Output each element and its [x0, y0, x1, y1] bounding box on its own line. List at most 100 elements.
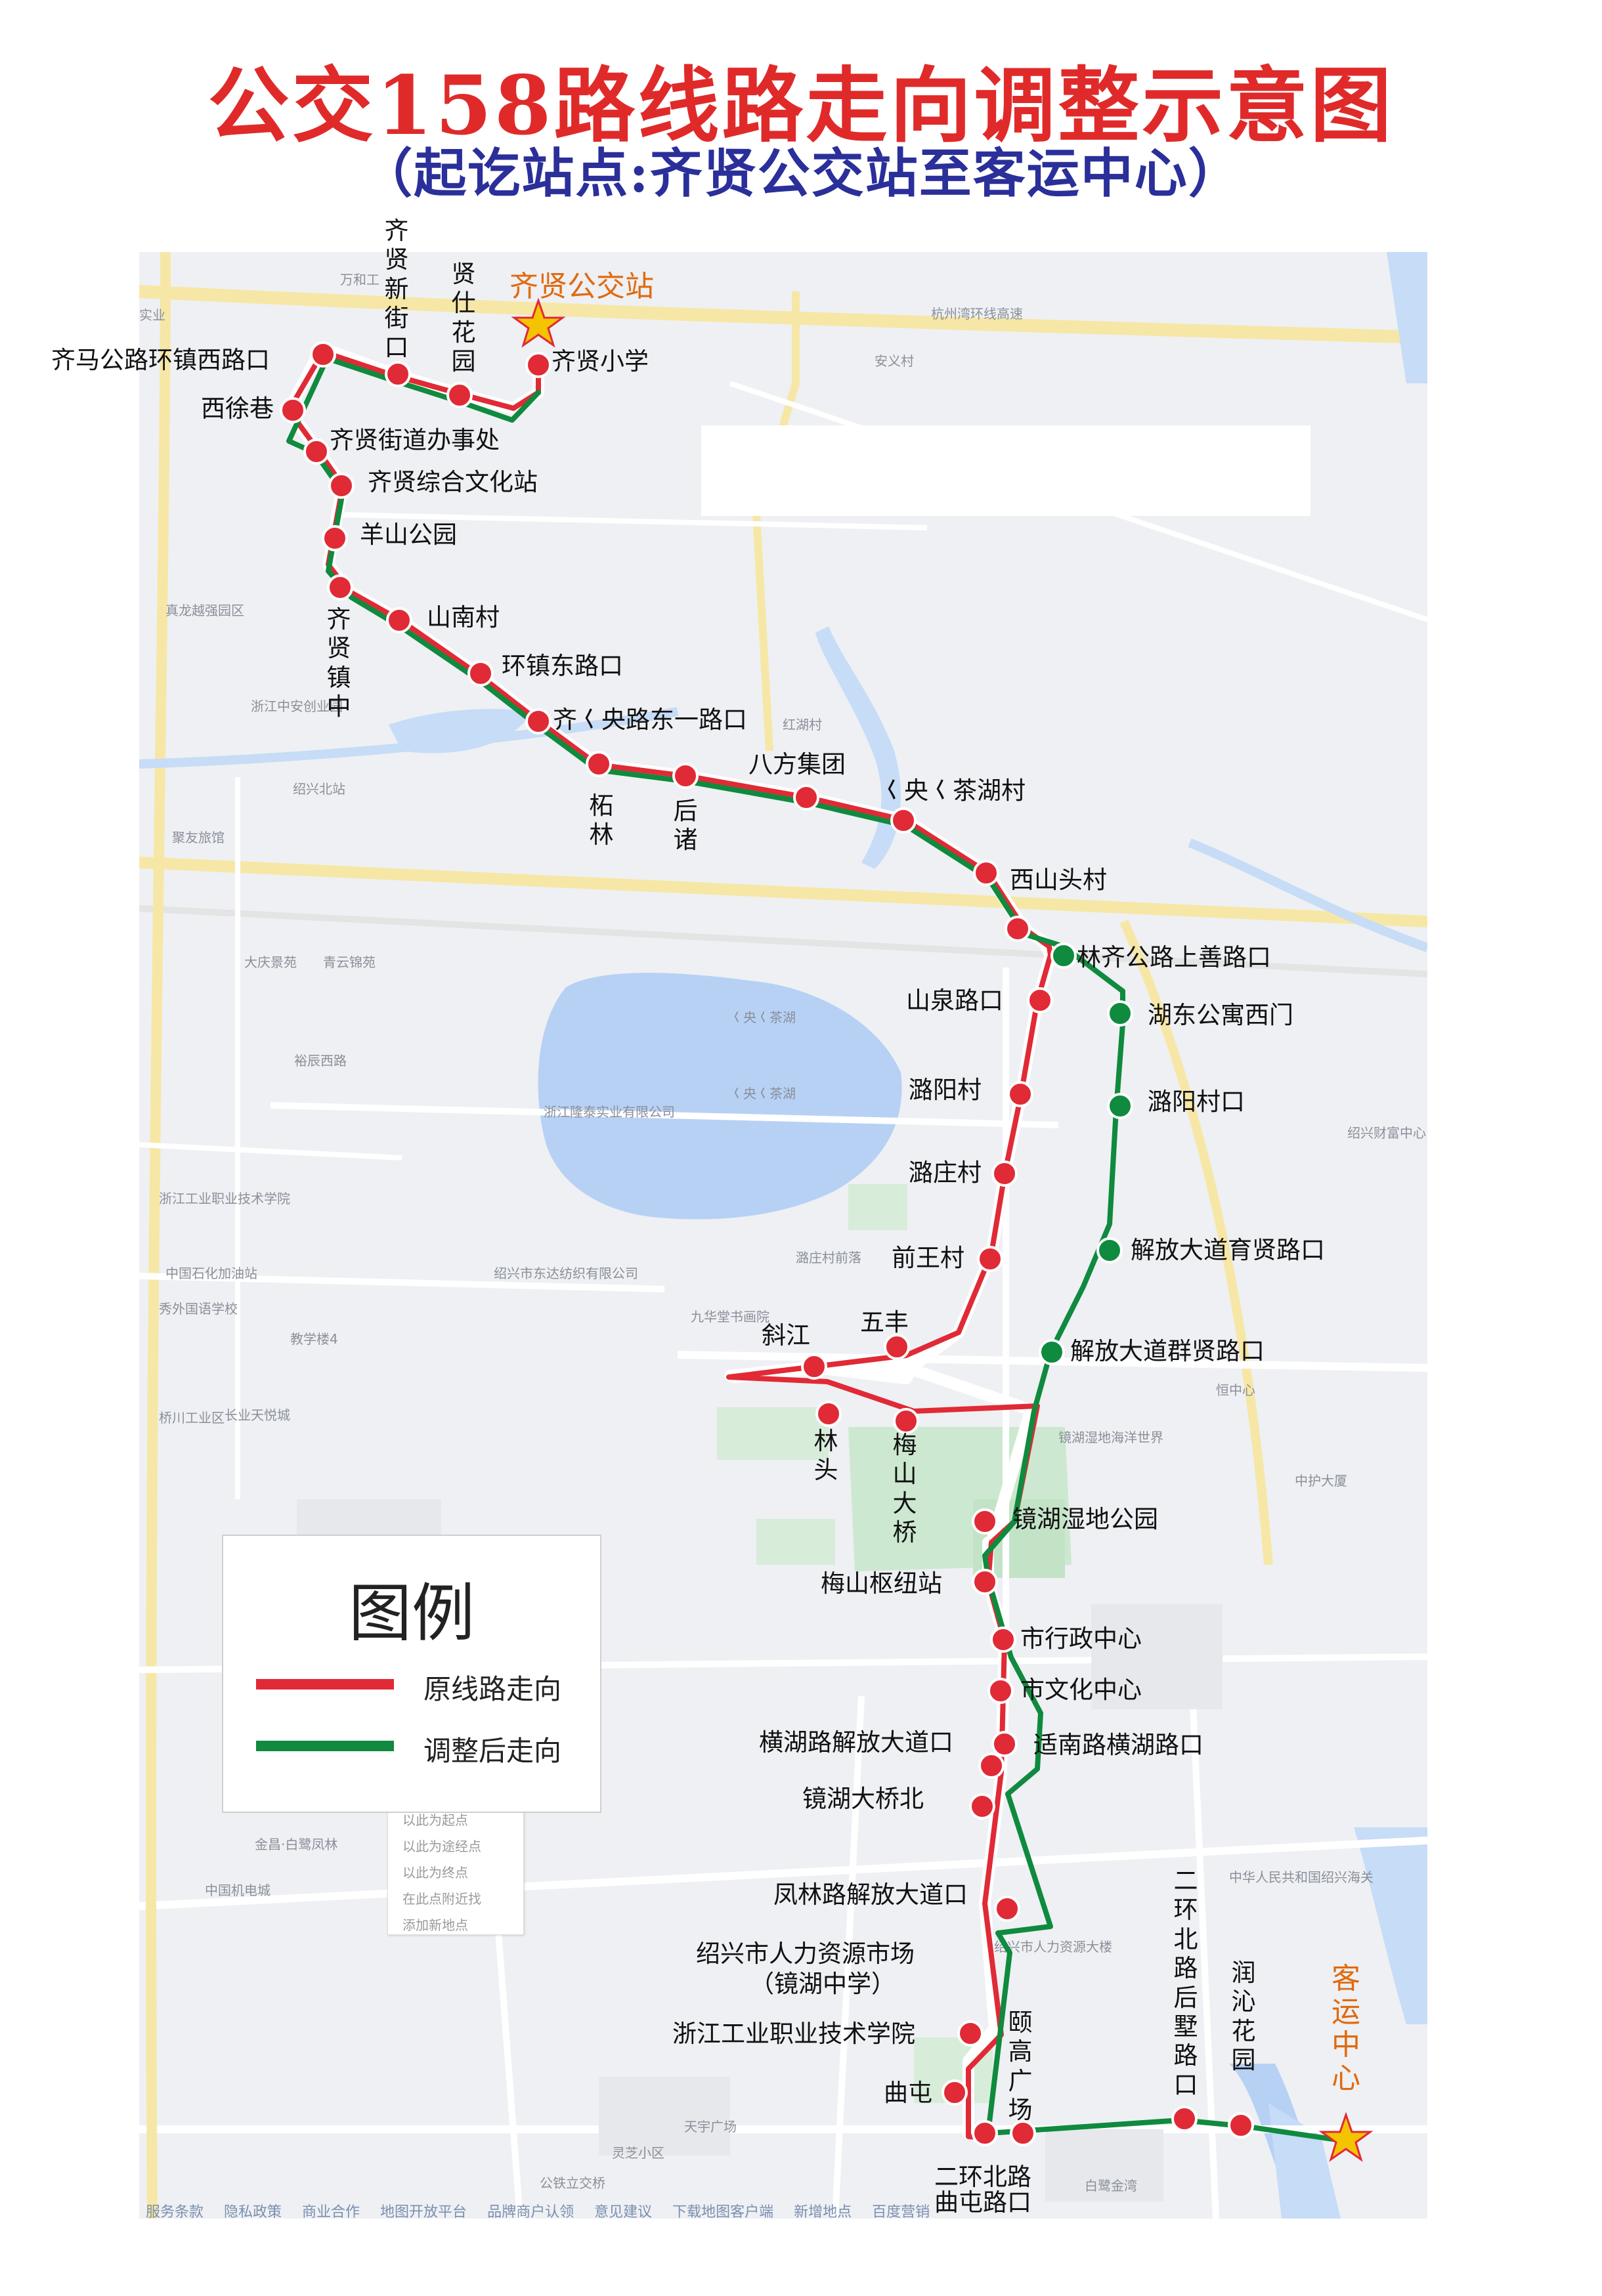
stop-label: 齐贤街道办事处 [330, 426, 500, 454]
stop-label: 适南路横湖路口 [1033, 1731, 1203, 1759]
map-label: 桥川工业区 [159, 1410, 225, 1426]
stop-label: 横湖路解放大道口 [759, 1728, 953, 1756]
original-route-line [320, 349, 541, 411]
ctx-item[interactable]: 添加新地点 [402, 1917, 468, 1933]
stop-label: 二环北路曲屯路口 [934, 2163, 1031, 2217]
map-label: 杭州湾环线高速 [931, 306, 1023, 322]
map-label: 公铁立交桥 [540, 2175, 605, 2191]
stop-label: 齐贤小学 [552, 347, 649, 375]
stop-label-sub: （镜湖中学） [750, 1970, 896, 1998]
map-label: 中华人民共和国绍兴海关 [1229, 1869, 1374, 1885]
map-label: 浙江工业职业技术学院 [159, 1191, 290, 1206]
stop-label: 梅山大桥 [892, 1431, 917, 1547]
map-label: 中护大厦 [1295, 1473, 1347, 1489]
stop-label: 市行政中心 [1020, 1625, 1142, 1653]
map-label: 青云锦苑 [323, 954, 376, 970]
legend-adjusted-label: 调整后走向 [423, 1735, 562, 1767]
stop-label: 齐贤综合文化站 [368, 468, 538, 496]
stop-label: 齐贤新街口 [384, 217, 409, 362]
stop-label: 解放大道育贤路口 [1131, 1236, 1325, 1264]
map-label: 大庆景苑 [244, 954, 297, 970]
stop-label: 潞阳村 [909, 1076, 982, 1104]
footer-link[interactable]: 服务条款 [146, 2204, 204, 2219]
stop-label: 凤林路解放大道口 [773, 1881, 968, 1909]
legend-title: 图例 [349, 1577, 475, 1650]
map-label: 中国石化加油站 [165, 1265, 257, 1281]
map-label: 浙江中安创业园 [251, 698, 343, 714]
legend-original-label: 原线路走向 [423, 1673, 562, 1705]
stop-label: 绍兴市人力资源市场 [696, 1940, 915, 1968]
stop-label: 斜江 [762, 1321, 810, 1350]
ctx-item[interactable]: 以此为终点 [402, 1865, 468, 1881]
page-subtitle: （起讫站点:齐贤公交站至客运中心） [360, 142, 1242, 204]
map-label: 实业 [139, 307, 165, 323]
stop-label: 林头 [813, 1427, 838, 1485]
map-label: 聚友旅馆 [172, 830, 225, 845]
footer-link[interactable]: 商业合作 [302, 2204, 360, 2219]
map-label: 红湖村 [783, 717, 822, 733]
footer-link[interactable]: 意见建议 [594, 2204, 653, 2219]
stop-label: 𡿨央𡿨茶湖村 [880, 776, 1026, 805]
footer-link[interactable]: 品牌商户认领 [487, 2204, 574, 2219]
stop-label: 环镇东路口 [502, 652, 623, 680]
stop-label: 贤仕花园 [451, 260, 476, 376]
stop-label: 润沁花园 [1231, 1959, 1256, 2075]
ctx-item[interactable]: 在此点附近找 [402, 1891, 481, 1907]
map-label: 天宇广场 [684, 2119, 737, 2135]
stop-label: 五丰 [860, 1308, 909, 1336]
map-label: 白鹭金湾 [1085, 2178, 1137, 2194]
map-label: 真龙越强园区 [165, 603, 244, 618]
map-label: 恒中心 [1216, 1382, 1255, 1398]
map-label: 教学楼4 [290, 1331, 338, 1347]
stop-label: 羊山公园 [360, 521, 457, 549]
stop-label: 齐贤镇中 [326, 605, 351, 721]
map-label: 镜湖湿地海洋世界 [1058, 1430, 1163, 1445]
map-footer: 服务条款 隐私政策 商业合作 地图开放平台 品牌商户认领 意见建议 下载地图客户… [146, 2200, 930, 2219]
footer-link[interactable]: 隐私政策 [224, 2204, 282, 2219]
footer-link[interactable]: 百度营销 [872, 2204, 930, 2219]
start-star [511, 297, 566, 348]
ctx-item[interactable]: 以此为途经点 [402, 1839, 481, 1854]
stop-label: 山泉路口 [906, 987, 1003, 1015]
end-terminal-label: 客运中心 [1331, 1962, 1360, 2095]
blank-patch [701, 425, 1310, 516]
map-label: 灵芝小区 [612, 2145, 664, 2161]
map-label: 长业天悦城 [225, 1407, 290, 1423]
stop-label: 镜湖大桥北 [802, 1785, 924, 1813]
map-context-menu[interactable]: 以此为起点 以此为途经点 以此为终点 在此点附近找 添加新地点 [387, 1805, 524, 1935]
map-label: 裕辰西路 [294, 1053, 347, 1069]
map-label: 绍兴北站 [293, 781, 345, 797]
stop-label: 柘林 [589, 792, 614, 849]
map-label: 万和工 [340, 272, 379, 287]
stop-label: 曲屯 [884, 2079, 932, 2107]
stop-label: 八方集团 [748, 750, 846, 778]
map-label: 绍兴市东达纺织有限公司 [494, 1265, 638, 1281]
footer-link[interactable]: 下载地图客户端 [672, 2204, 774, 2219]
stop-label: 市文化中心 [1020, 1676, 1142, 1704]
route-map[interactable]: 万和工 实业 杭州湾环线高速 安义村 真龙越强园区 浙江中安创业园 绍兴北站 聚… [139, 252, 1427, 2219]
page-title: 公交158路线路走向调整示意图 [207, 58, 1395, 154]
stop-label: 林齐公路上善路口 [1077, 943, 1271, 971]
map-label: 绍兴财富中心 [1347, 1125, 1426, 1141]
stop-label: 山南村 [427, 603, 500, 631]
base-map [139, 252, 1427, 2219]
ctx-item[interactable]: 以此为起点 [402, 1812, 468, 1828]
legend-original-swatch [256, 1679, 394, 1690]
map-label: 绍兴市人力资源大楼 [994, 1939, 1112, 1955]
map-label: 浙江隆泰实业有限公司 [544, 1104, 675, 1120]
footer-link[interactable]: 新增地点 [794, 2204, 852, 2219]
stop-label: 梅山枢纽站 [821, 1569, 942, 1598]
stop-label: 颐高广场 [1008, 2009, 1033, 2125]
stop-label: 齐𡿨央路东一路口 [553, 706, 747, 734]
map-label: 九华堂书画院 [691, 1309, 769, 1325]
start-terminal-label: 齐贤公交站 [509, 270, 654, 303]
stop-label: 镜湖湿地公园 [1012, 1505, 1158, 1533]
footer-link[interactable]: 地图开放平台 [380, 2204, 467, 2219]
map-label: 𡿨央𡿨茶湖 [730, 1086, 796, 1101]
stop-label: 后诸 [673, 797, 698, 855]
map-label: 秀外国语学校 [159, 1301, 238, 1317]
stop-label: 西徐巷 [201, 394, 274, 423]
stop-label: 浙江工业职业技术学院 [672, 2020, 915, 2048]
legend-adjusted-swatch [256, 1741, 394, 1751]
